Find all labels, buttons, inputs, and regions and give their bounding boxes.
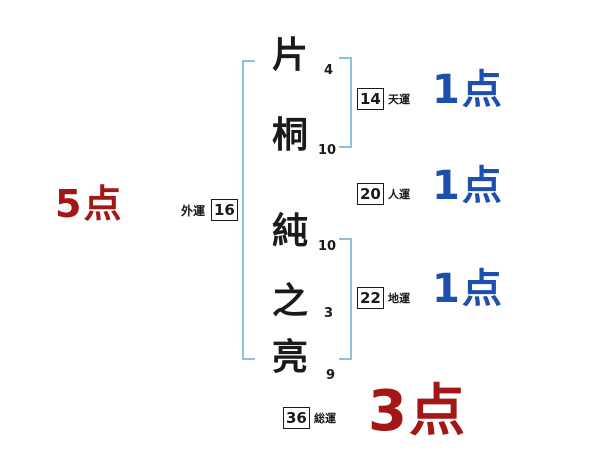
name-char: 桐 — [272, 115, 309, 156]
score-outer: 5点 — [55, 182, 124, 226]
score-heaven: 1点 — [432, 67, 504, 113]
total-fortune-value-box: 36 — [283, 407, 310, 429]
heaven-fortune-label: 天運 — [388, 93, 410, 106]
name-char: 片 — [272, 35, 309, 76]
outer-fortune-value-box: 16 — [211, 199, 238, 221]
outer-fortune-bracket — [242, 60, 255, 360]
person-fortune-value-box: 20 — [357, 183, 384, 205]
stroke-count: 3 — [324, 306, 334, 321]
name-char: 純 — [272, 211, 309, 252]
heaven-fortune-bracket — [339, 57, 352, 148]
score-total: 3点 — [368, 379, 467, 444]
stroke-count: 9 — [326, 368, 336, 383]
stroke-count: 4 — [324, 63, 334, 78]
person-fortune-label: 人運 — [388, 188, 410, 201]
total-fortune-label: 総運 — [314, 412, 336, 425]
stroke-count: 10 — [318, 143, 337, 158]
earth-fortune-label: 地運 — [388, 292, 410, 305]
name-char: 之 — [272, 281, 309, 322]
score-person: 1点 — [432, 163, 504, 209]
heaven-fortune-value-box: 14 — [357, 88, 384, 110]
earth-fortune-bracket — [339, 238, 352, 360]
stroke-count: 10 — [318, 239, 337, 254]
score-earth: 1点 — [432, 266, 504, 312]
earth-fortune-value-box: 22 — [357, 287, 384, 309]
outer-fortune-label: 外運 — [181, 204, 206, 218]
name-char: 亮 — [272, 337, 309, 378]
